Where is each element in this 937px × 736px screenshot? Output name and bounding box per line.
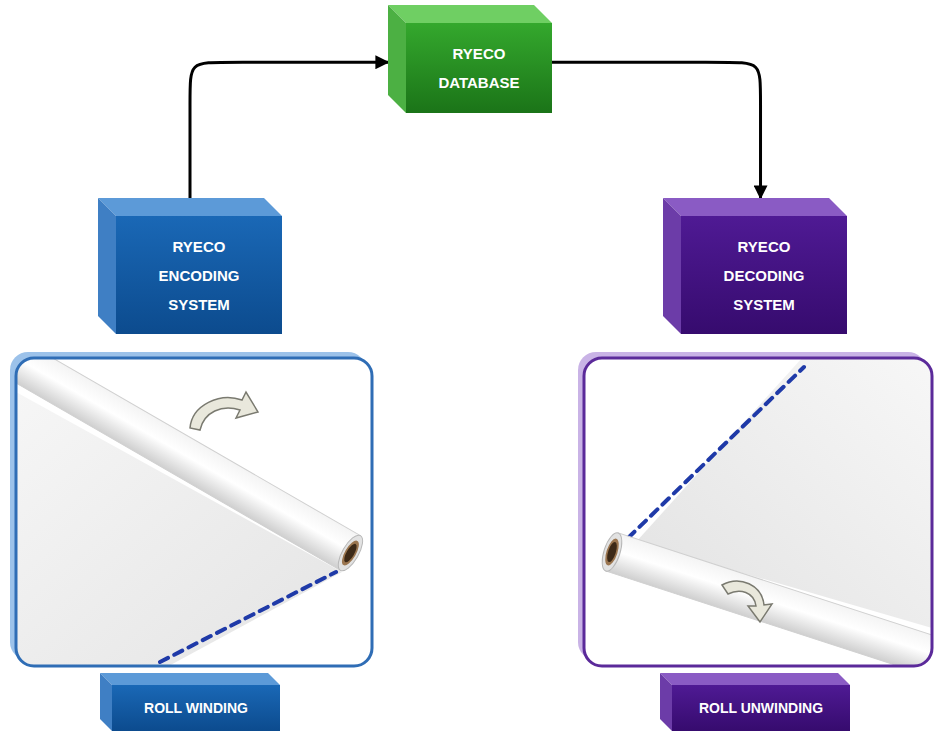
box-3d-shape bbox=[98, 198, 282, 334]
box-label: RYECO ENCODING SYSTEM bbox=[144, 232, 254, 319]
rotation-arrow bbox=[190, 392, 258, 430]
box-face: RYECO ENCODING SYSTEM bbox=[116, 216, 282, 334]
box-label: RYECO DATABASE bbox=[424, 39, 534, 97]
paper-roll bbox=[598, 531, 932, 666]
box-face: RYECO DATABASE bbox=[406, 23, 552, 113]
encoded-marks bbox=[160, 572, 336, 662]
box-side-face bbox=[100, 673, 112, 731]
paper-roll bbox=[16, 358, 367, 574]
roll-end bbox=[334, 532, 368, 575]
box-face: ROLL WINDING bbox=[112, 685, 280, 731]
box-side-face bbox=[98, 198, 116, 334]
database-box: RYECO DATABASE bbox=[388, 5, 552, 113]
process-label-box: ROLL UNWINDING bbox=[660, 673, 850, 731]
system-box: RYECO DECODING SYSTEM bbox=[663, 198, 847, 334]
process-label-box: ROLL WINDING bbox=[100, 673, 280, 731]
unwinding-illustration bbox=[598, 358, 932, 666]
box-top-face bbox=[388, 5, 552, 23]
roll-core-hole bbox=[342, 542, 359, 564]
box-label: ROLL WINDING bbox=[144, 699, 248, 717]
roll-body bbox=[16, 358, 360, 570]
box-face: ROLL UNWINDING bbox=[672, 685, 850, 731]
winding-illustration bbox=[16, 358, 367, 666]
box-3d-shape bbox=[663, 198, 847, 334]
box-front-face bbox=[116, 216, 282, 334]
box-front-face bbox=[672, 685, 850, 731]
box-label: RYECO DECODING SYSTEM bbox=[709, 232, 819, 319]
box-label: ROLL UNWINDING bbox=[699, 699, 823, 717]
roll-body bbox=[606, 533, 932, 666]
box-top-face bbox=[98, 198, 282, 216]
roll-core bbox=[602, 537, 621, 567]
box-front-face bbox=[406, 23, 552, 113]
box-front-face bbox=[681, 216, 847, 334]
flow-arrow bbox=[190, 62, 388, 198]
system-box: RYECO ENCODING SYSTEM bbox=[98, 198, 282, 334]
box-face: RYECO DECODING SYSTEM bbox=[681, 216, 847, 334]
roll-core bbox=[339, 538, 363, 568]
panel-border bbox=[584, 358, 932, 666]
box-side-face bbox=[660, 673, 672, 731]
flow-arrow bbox=[552, 62, 761, 198]
box-side-face bbox=[663, 198, 681, 334]
box-front-face bbox=[112, 685, 280, 731]
box-side-face bbox=[388, 5, 406, 113]
roll-core-hole bbox=[605, 541, 619, 563]
box-top-face bbox=[663, 198, 847, 216]
encoded-marks bbox=[628, 367, 804, 538]
roll-end bbox=[598, 531, 626, 574]
box-top-face bbox=[100, 673, 280, 685]
panel-border bbox=[16, 358, 372, 666]
rotation-arrow bbox=[722, 581, 772, 622]
box-top-face bbox=[660, 673, 850, 685]
